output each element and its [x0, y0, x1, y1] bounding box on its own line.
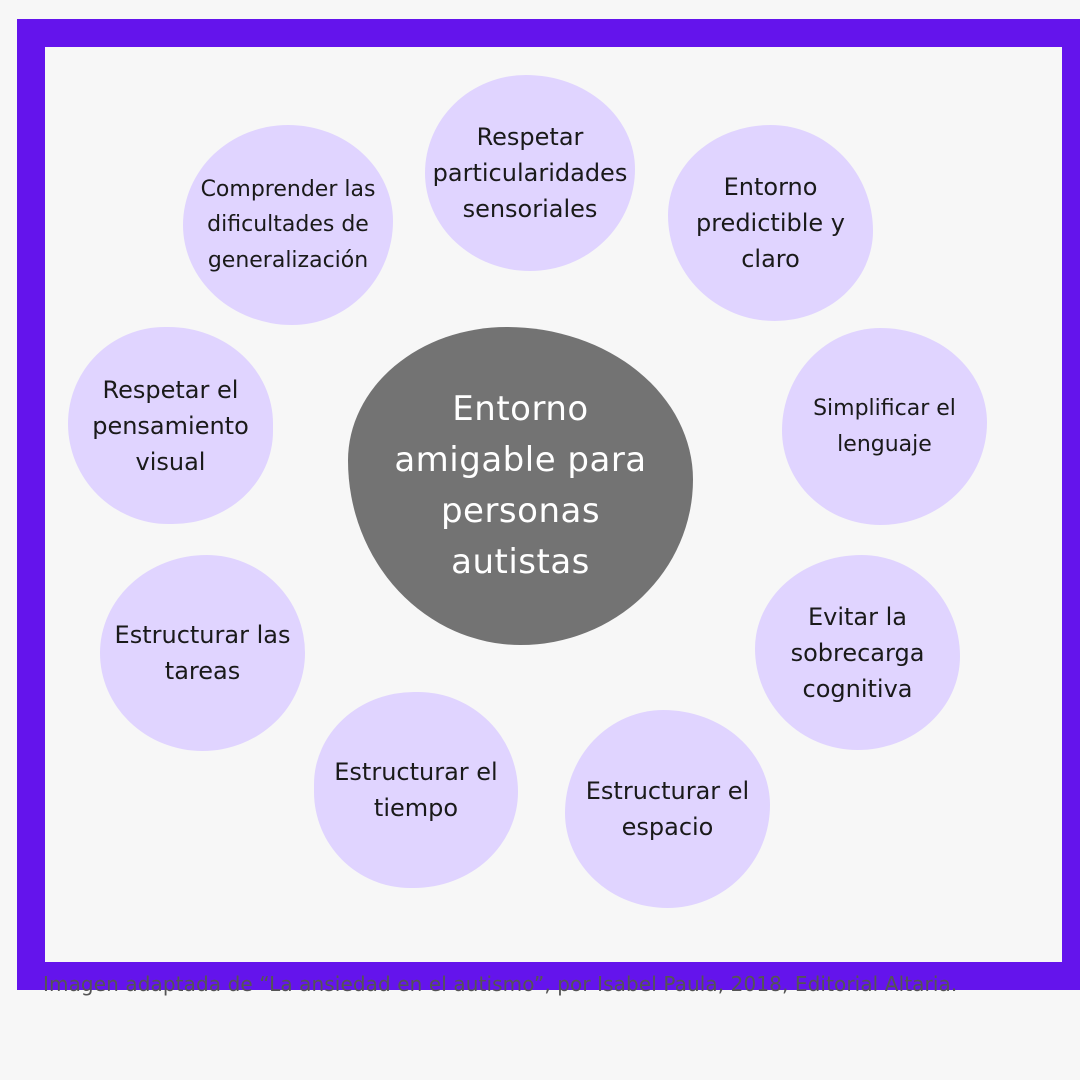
petal-cognitive-load: Evitar la sobrecarga cognitiva: [755, 555, 960, 750]
petal-tasks: Estructurar las tareas: [100, 555, 305, 751]
petal-visual-thinking: Respetar el pensamiento visual: [68, 327, 273, 524]
petal-generalization: Comprender las dificultades de generaliz…: [183, 125, 393, 325]
petal-language: Simplificar el lenguaje: [782, 328, 987, 525]
source-caption: Imagen adaptada de “La ansiedad en el au…: [43, 972, 958, 996]
petal-sensory: Respetar particularidades sensoriales: [425, 75, 635, 271]
petal-predictable: Entorno predictible y claro: [668, 125, 873, 321]
petal-time: Estructurar el tiempo: [314, 692, 518, 888]
center-node: Entorno amigable para personas autistas: [348, 327, 693, 645]
petal-space: Estructurar el espacio: [565, 710, 770, 908]
